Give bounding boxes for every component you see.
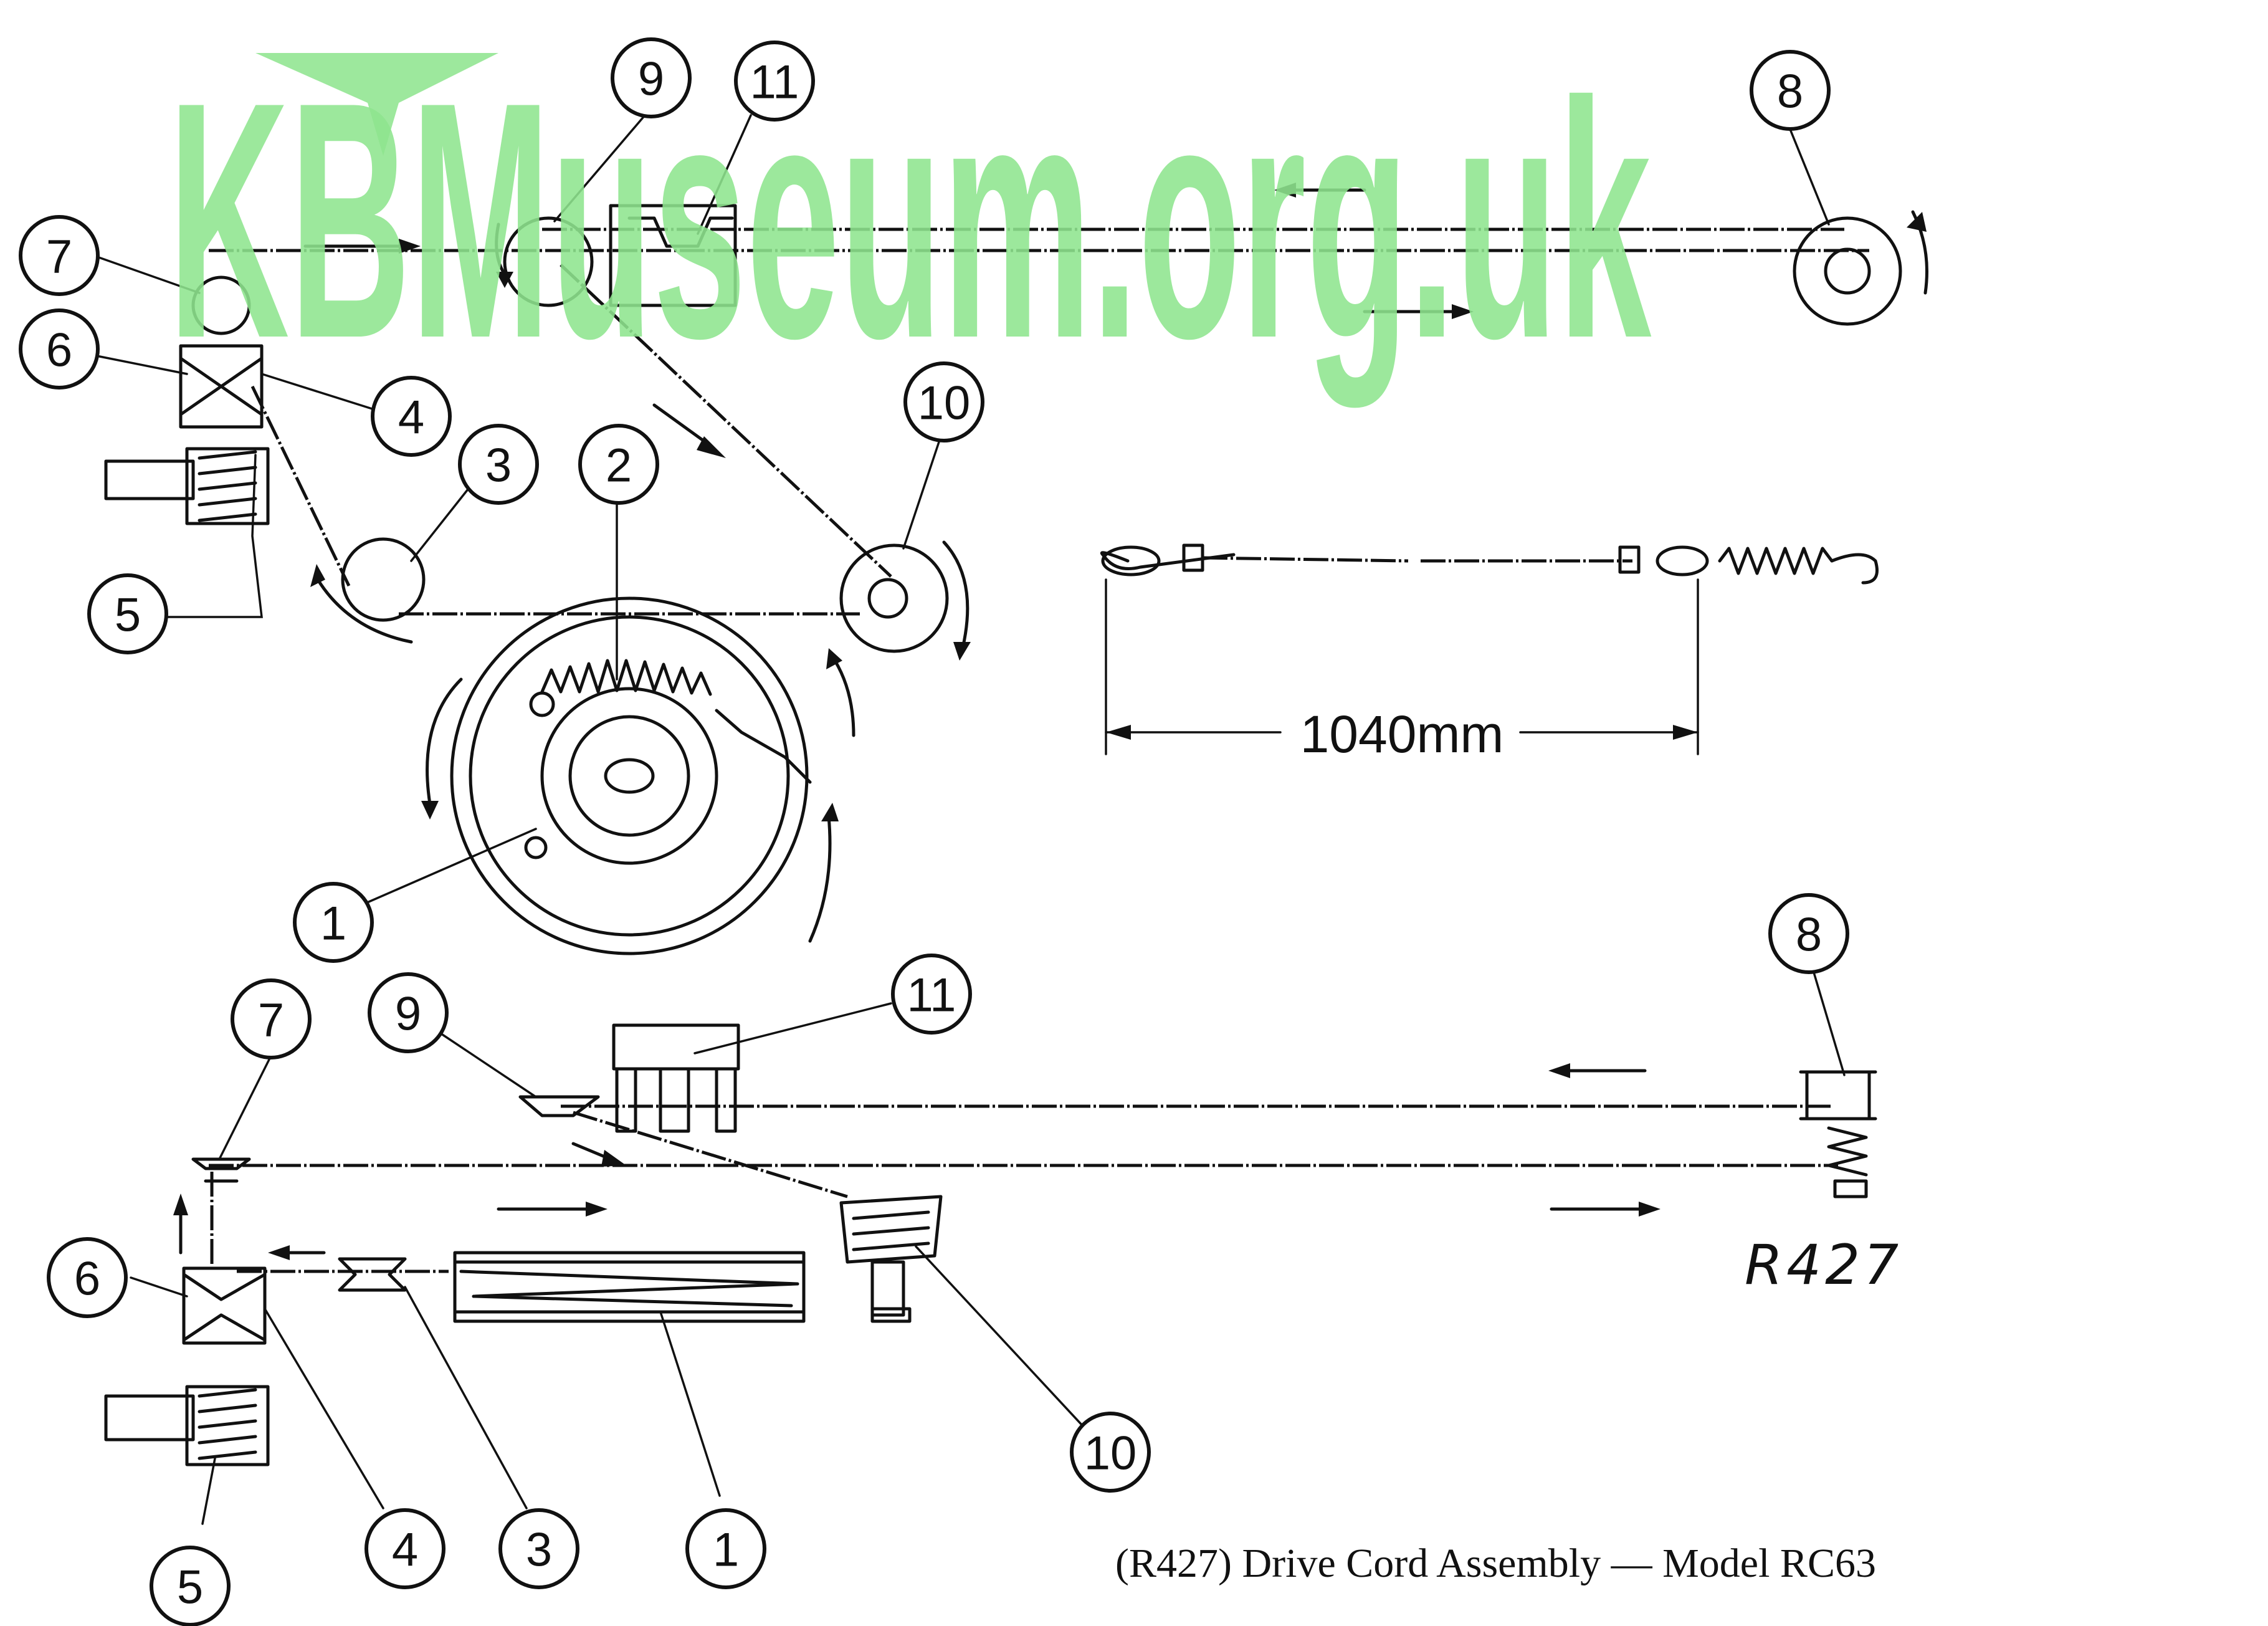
svg-text:3: 3 <box>526 1524 552 1577</box>
svg-text:4: 4 <box>398 391 424 444</box>
pulley-3-side <box>338 1257 407 1292</box>
callout-6-top: 6 <box>19 308 100 390</box>
svg-text:2: 2 <box>606 439 632 492</box>
svg-text:11: 11 <box>750 56 799 109</box>
dimension-label: 1040mm <box>1300 705 1504 763</box>
callout-4-top: 4 <box>371 376 452 457</box>
tuning-spindle-side <box>104 1266 270 1466</box>
leader-lines <box>92 114 1846 1525</box>
cord-to-pulley3 <box>250 385 351 587</box>
callout-7-top: 7 <box>19 215 100 296</box>
callouts: 7 6 4 5 3 2 1 9 11 10 8 7 9 11 8 6 5 4 3… <box>19 37 1849 1626</box>
svg-text:9: 9 <box>395 988 421 1041</box>
pointer-11-side <box>612 1023 740 1133</box>
cord-diagonal <box>560 264 892 578</box>
svg-text:1: 1 <box>713 1524 739 1577</box>
callout-11-top: 11 <box>734 41 815 122</box>
callout-8-side: 8 <box>1768 893 1849 974</box>
svg-text:6: 6 <box>46 324 72 377</box>
drum-1-side <box>453 1251 806 1323</box>
callout-1-side: 1 <box>685 1508 766 1589</box>
svg-text:4: 4 <box>392 1524 418 1577</box>
pulley-8-side <box>1799 1070 1877 1198</box>
tuning-spindle-top <box>104 344 270 525</box>
caption: (R427) Drive Cord Assembly — Model RC63 <box>1115 1541 1876 1586</box>
watermark: KBMuseum.org.uk <box>168 32 1652 410</box>
pulley-10-side <box>839 1195 943 1323</box>
svg-text:11: 11 <box>907 969 956 1022</box>
callout-6-side: 6 <box>47 1237 128 1318</box>
pulley-9-top <box>503 216 594 307</box>
watermark-text: KBMuseum.org.uk <box>168 32 1652 410</box>
svg-text:9: 9 <box>638 53 664 106</box>
callout-9-side: 9 <box>368 972 449 1053</box>
svg-text:6: 6 <box>74 1253 100 1306</box>
svg-text:1: 1 <box>320 897 346 950</box>
callout-5-side: 5 <box>150 1546 231 1626</box>
side-view <box>104 1023 1877 1466</box>
callout-5-top: 5 <box>87 573 168 654</box>
arrows-top <box>303 183 1474 458</box>
callout-8-top: 8 <box>1750 50 1831 131</box>
pulley-8-top <box>1793 216 1902 326</box>
callout-10-top: 10 <box>903 361 984 442</box>
svg-text:10: 10 <box>1084 1427 1137 1480</box>
drum-1-top <box>421 596 855 955</box>
callout-7-side: 7 <box>231 978 312 1059</box>
pulley-3-top <box>341 537 426 622</box>
svg-text:7: 7 <box>46 231 72 284</box>
svg-text:8: 8 <box>1777 65 1803 118</box>
callout-3-top: 3 <box>458 424 539 505</box>
svg-text:3: 3 <box>485 439 512 492</box>
cord-detail: 1040mm <box>1100 543 1879 763</box>
drawing-ref: R427 <box>1745 1233 1902 1297</box>
callout-3-side: 3 <box>498 1508 579 1589</box>
svg-text:7: 7 <box>258 994 284 1047</box>
arrows-side <box>173 1063 1660 1260</box>
pulley-9-side <box>518 1095 600 1117</box>
top-view <box>104 183 1928 955</box>
svg-text:8: 8 <box>1796 909 1822 962</box>
pulley-10-top <box>839 543 949 653</box>
callout-2-top: 2 <box>578 424 659 505</box>
callout-9-top: 9 <box>611 37 692 118</box>
callout-10-side: 10 <box>1070 1412 1151 1493</box>
callout-1-top: 1 <box>293 882 374 963</box>
svg-text:5: 5 <box>177 1561 203 1614</box>
svg-text:10: 10 <box>918 377 971 430</box>
pulley-7-top <box>191 275 251 335</box>
watermark-logo-shape <box>255 53 498 156</box>
svg-text:5: 5 <box>115 589 141 642</box>
pulley-7-side <box>191 1157 251 1170</box>
callout-4-side: 4 <box>364 1508 446 1589</box>
pointer-11-top <box>609 204 737 307</box>
callout-11-side: 11 <box>891 954 972 1035</box>
